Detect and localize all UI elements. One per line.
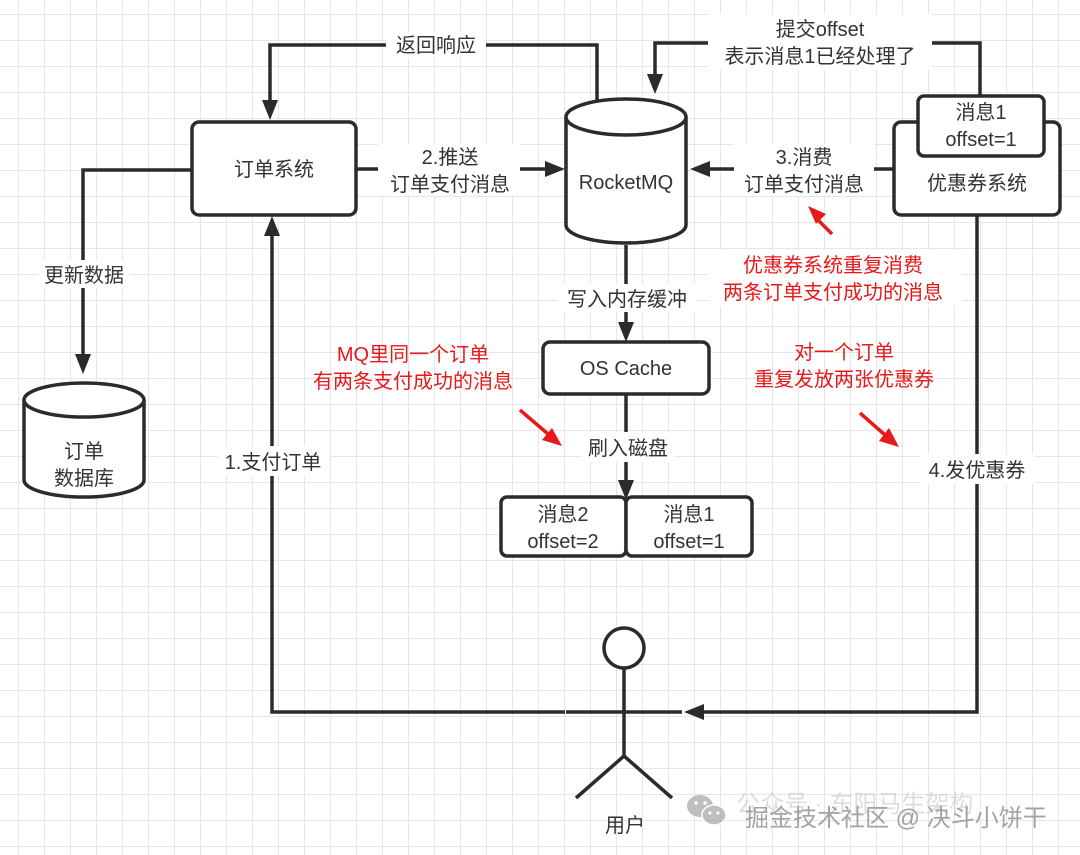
red-arrow-dup-consume xyxy=(816,218,834,236)
arrowhead-write-buffer xyxy=(618,322,634,342)
edge-update-data xyxy=(81,168,192,358)
label-flush-disk: 刷入磁盘 xyxy=(588,437,668,460)
arrowhead-update-data xyxy=(75,354,91,374)
label-issue-coupon: 4.发优惠券 xyxy=(929,459,1026,482)
user-left-leg xyxy=(574,754,626,800)
order-database-node[interactable]: 订单 数据库 xyxy=(22,381,146,499)
edge-issue-coupon xyxy=(700,216,979,714)
red-arrowhead-mq-dup xyxy=(542,428,562,446)
watermark-text-front: 掘金技术社区 @ 决斗小饼干 xyxy=(745,805,1047,832)
disk-msg2-title: 消息2 xyxy=(537,503,588,526)
watermark-text-back: 公众号 · 东阳马生架构 xyxy=(736,791,973,818)
user-right-leg xyxy=(622,754,674,800)
order-db-label-line2: 数据库 xyxy=(54,467,114,490)
annotation-dup-coupon-line2: 重复发放两张优惠券 xyxy=(754,368,934,391)
arrowhead-consume xyxy=(690,161,710,177)
annotation-dup-consume-line2: 两条订单支付成功的消息 xyxy=(723,281,943,304)
arrowhead-flush-disk xyxy=(618,480,634,500)
rocketmq-cylinder-top xyxy=(564,97,688,137)
annotation-dup-coupon-line1: 对一个订单 xyxy=(794,341,894,364)
disk-message-1[interactable] xyxy=(624,495,754,558)
user-head-icon xyxy=(602,626,646,670)
coupon-msg-title: 消息1 xyxy=(955,101,1006,124)
red-arrowhead-dup-consume xyxy=(808,206,826,224)
disk-msg1-offset: offset=1 xyxy=(653,531,724,553)
rocketmq-label: RocketMQ xyxy=(579,172,673,194)
label-update-data: 更新数据 xyxy=(44,264,124,287)
red-arrow-dup-coupon xyxy=(858,411,887,437)
edge-pay-order xyxy=(270,234,565,714)
label-consume-line2: 订单支付消息 xyxy=(744,173,864,196)
coupon-msg-offset: offset=1 xyxy=(945,129,1016,151)
user-label: 用户 xyxy=(605,814,645,837)
label-return-response: 返回响应 xyxy=(396,34,476,57)
user-actor[interactable]: 用户 xyxy=(566,626,682,837)
label-pay-order: 1.支付订单 xyxy=(225,451,322,474)
order-system-node[interactable] xyxy=(190,120,358,217)
arrowhead-push xyxy=(545,161,565,177)
order-db-cylinder-body xyxy=(22,400,146,499)
label-commit-line1: 提交offset xyxy=(776,18,865,41)
rocketmq-cylinder-body xyxy=(564,117,688,245)
annotation-dup-consume-line1: 优惠券系统重复消费 xyxy=(743,254,923,277)
arrowhead-issue-coupon xyxy=(684,704,704,720)
os-cache-label: OS Cache xyxy=(580,358,672,380)
coupon-consumed-message[interactable] xyxy=(916,94,1046,158)
os-cache-node[interactable] xyxy=(541,340,711,396)
red-arrowhead-dup-coupon xyxy=(879,428,899,447)
arrowhead-commit xyxy=(647,74,663,94)
red-arrow-mq-dup xyxy=(518,408,550,436)
disk-msg2-offset: offset=2 xyxy=(527,531,598,553)
annotation-mq-dup-line2: 有两条支付成功的消息 xyxy=(313,370,513,393)
order-db-label-line1: 订单 xyxy=(64,440,104,463)
label-write-buffer: 写入内存缓冲 xyxy=(567,288,687,311)
label-commit-line2: 表示消息1已经处理了 xyxy=(724,45,915,68)
coupon-system-label: 优惠券系统 xyxy=(927,172,1027,195)
disk-msg1-title: 消息1 xyxy=(663,503,714,526)
order-system-label: 订单系统 xyxy=(234,158,314,181)
label-push-line1: 2.推送 xyxy=(422,146,479,169)
arrowhead-pay-order xyxy=(264,216,280,236)
arrowhead-return-response xyxy=(262,100,278,120)
label-consume-line1: 3.消费 xyxy=(776,146,833,169)
rocketmq-node[interactable]: RocketMQ xyxy=(564,97,688,245)
annotation-mq-dup-line1: MQ里同一个订单 xyxy=(337,343,489,366)
wechat-icon xyxy=(687,795,727,826)
label-push-line2: 订单支付消息 xyxy=(390,173,510,196)
order-db-cylinder-top xyxy=(22,381,146,419)
